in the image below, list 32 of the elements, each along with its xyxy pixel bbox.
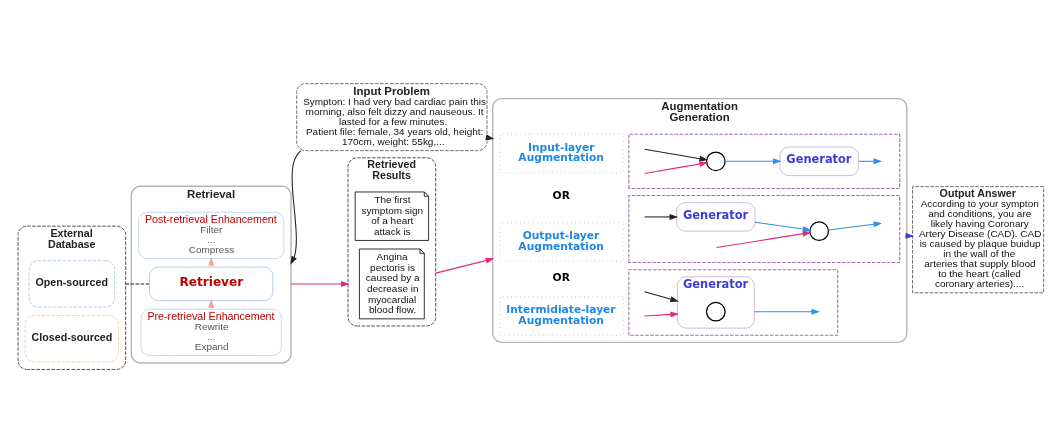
node-circle [809, 221, 830, 242]
node-box: Closed-sourced [24, 315, 119, 363]
node-box: Output Answer According to your sympton and conditions, you are likely having Coronary Artery Disease (CAD). CAD is caused by plaque buidup in the wall of the arteries that supply blood to the heart (called coronary arteries).... [912, 186, 1045, 294]
node-box: Output-layer Augmentation [499, 222, 624, 262]
node-box: Post-retrieval Enhancement Filter ... Compress [138, 211, 285, 260]
arrow [828, 221, 883, 231]
cluster [628, 269, 839, 336]
arrow [724, 158, 782, 165]
arrow [435, 257, 495, 274]
cluster: Generator [676, 276, 755, 329]
label: OR [552, 270, 570, 284]
node-box: Intermidiate-layer Augmentation [499, 296, 624, 336]
arrow [644, 148, 709, 162]
node-box: Generator [676, 202, 756, 232]
node-box: Open-sourced [28, 260, 116, 308]
arrow [290, 280, 350, 287]
arrow [644, 311, 679, 318]
arrow [644, 291, 679, 302]
cluster [628, 195, 901, 264]
arrow [290, 150, 302, 265]
arrow [753, 308, 821, 315]
arrow [644, 213, 679, 220]
node-circle [705, 301, 726, 322]
connector [125, 283, 150, 285]
node-box: Input-layer Augmentation [499, 133, 624, 174]
node-box: Generator [779, 146, 859, 176]
arrow [644, 161, 709, 174]
cluster [628, 133, 901, 189]
arrow [754, 221, 812, 232]
arrow [716, 226, 812, 249]
label: OR [552, 189, 570, 203]
node-circle [705, 151, 726, 172]
